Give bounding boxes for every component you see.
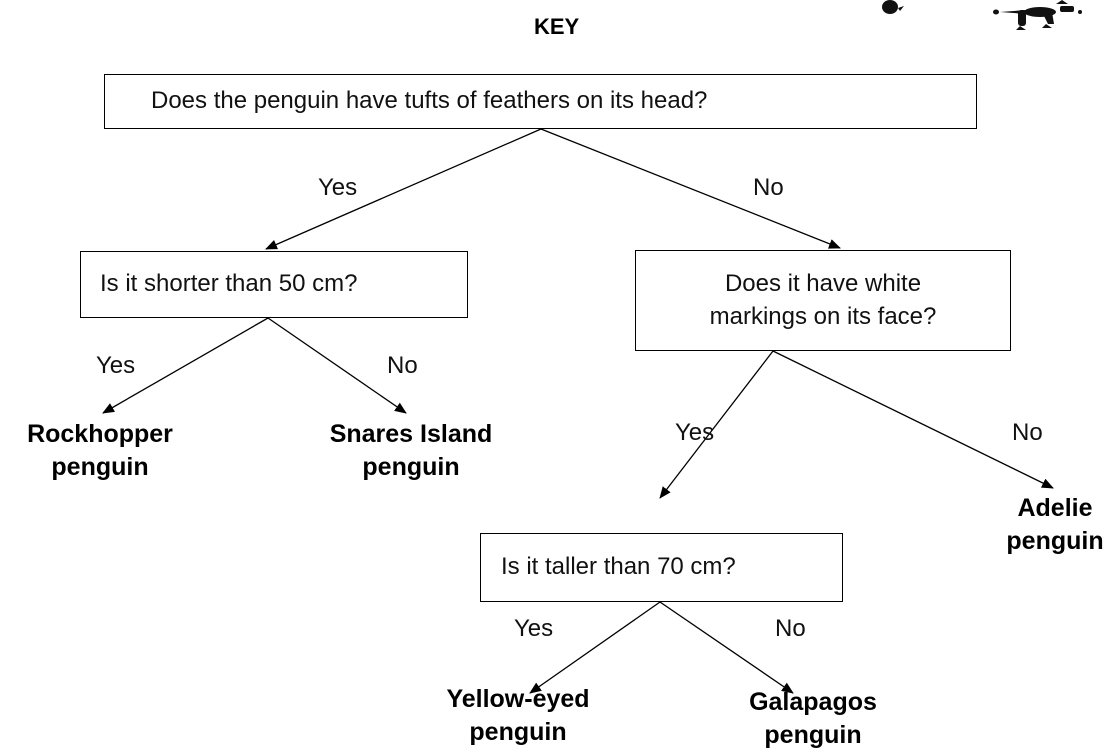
species-galapagos: Galapagos penguin <box>749 688 877 749</box>
edge-q1-yes <box>265 128 542 250</box>
question-text-white-markings-line2: markings on its face? <box>709 302 937 330</box>
answer-label-q1-no: No <box>753 174 784 201</box>
edge-q4-yes <box>529 601 661 694</box>
answer-label-q1-yes: Yes <box>318 174 358 201</box>
question-text-shorter-than-50: Is it shorter than 50 cm? <box>100 270 358 298</box>
penguin-silhouette-icon <box>882 0 1082 30</box>
species-rockhopper: Rockhopper penguin <box>27 420 173 481</box>
edge-q1-no <box>540 128 841 249</box>
edge-q3-yes <box>659 350 774 499</box>
question-text-taller-than-70: Is it taller than 70 cm? <box>501 553 736 581</box>
question-box-shorter-than-50: Is it shorter than 50 cm? <box>80 251 468 318</box>
species-snares-island: Snares Island penguin <box>329 420 493 481</box>
answer-label-q3-no: No <box>1012 419 1043 446</box>
answer-label-q2-no: No <box>387 352 418 379</box>
question-box-tufts: Does the penguin have tufts of feathers … <box>104 74 977 129</box>
edge-q4-no <box>659 601 794 694</box>
edge-q2-no <box>267 317 407 414</box>
question-text-white-markings-line1: Does it have white <box>724 270 922 298</box>
question-box-taller-than-70: Is it taller than 70 cm? <box>480 533 843 602</box>
answer-label-q4-no: No <box>775 615 806 642</box>
question-text-tufts: Does the penguin have tufts of feathers … <box>151 87 708 115</box>
question-box-white-markings: Does it have white markings on its face? <box>635 250 1011 351</box>
edge-q2-yes <box>102 317 269 414</box>
edge-q3-no <box>772 350 1054 489</box>
answer-label-q2-yes: Yes <box>96 352 136 379</box>
species-yellow-eyed: Yellow-eyed penguin <box>446 685 590 746</box>
answer-label-q3-yes: Yes <box>675 419 715 446</box>
species-adelie: Adelie penguin <box>1006 494 1104 555</box>
answer-label-q4-yes: Yes <box>514 615 554 642</box>
key-title: KEY <box>534 14 580 39</box>
